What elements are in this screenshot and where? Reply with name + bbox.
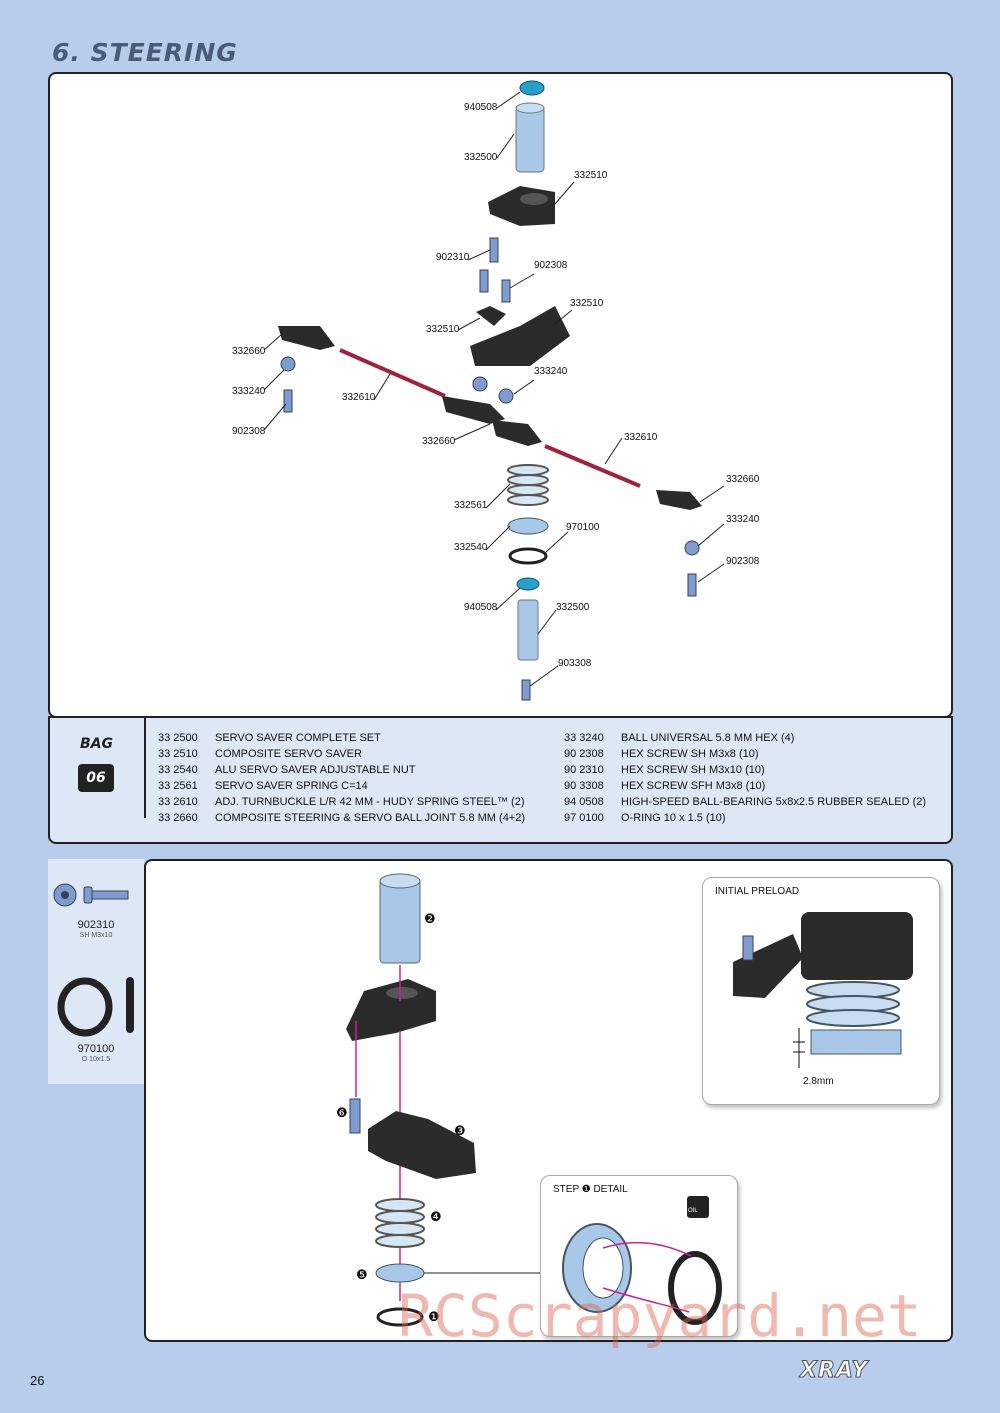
callout-903308: 903308 (558, 658, 592, 669)
page-title: 6. STEERING (52, 38, 238, 67)
part-desc: SERVO SAVER SPRING C=14 (215, 780, 368, 792)
callout-902308-b: 902308 (232, 426, 266, 437)
part-code: 94 0508 (564, 796, 604, 808)
callout-332610-b: 332610 (624, 432, 658, 443)
callout-940508: 940508 (464, 102, 498, 113)
callout-940508-b: 940508 (464, 602, 498, 613)
callout-333240-b: 333240 (534, 366, 568, 377)
callout-332500-b: 332500 (556, 602, 590, 613)
step-marker-3: ❸ (454, 1123, 466, 1138)
part-desc: BALL UNIVERSAL 5.8 MM HEX (4) (621, 732, 795, 744)
part-row: 94 0508 HIGH-SPEED BALL-BEARING 5x8x2.5 R… (564, 794, 926, 810)
callout-332561: 332561 (454, 500, 488, 511)
step-marker-6: ❻ (336, 1105, 348, 1120)
step-marker-5: ❺ (356, 1267, 368, 1282)
part-code: 33 2500 (158, 732, 198, 744)
assembly-svg (346, 873, 546, 1327)
sidebar-code-1: 902310 (77, 919, 115, 931)
step-marker-4: ❹ (430, 1209, 442, 1224)
callout-902308: 902308 (534, 260, 568, 271)
part-desc: ALU SERVO SAVER ADJUSTABLE NUT (215, 764, 416, 776)
bearing-940508-top (519, 80, 545, 96)
part-row: 90 3308 HEX SCREW SFH M3x8 (10) (564, 778, 926, 794)
callout-333240-c: 333240 (726, 514, 760, 525)
callout-333240: 333240 (232, 386, 266, 397)
parts-list-bar: BAG 06 33 2500 SERVO SAVER COMPLETE SET 3… (48, 716, 953, 844)
part-desc: HEX SCREW SH M3x8 (10) (621, 748, 759, 760)
part-row: 33 2660 COMPOSITE STEERING & SERVO BALL J… (158, 810, 525, 826)
exploded-diagram-svg (263, 80, 725, 701)
part-code: 33 3240 (564, 732, 604, 744)
sidebar-desc-2: O 10x1.5 (81, 1056, 111, 1063)
part-row: 33 2510 COMPOSITE SERVO SAVER (158, 746, 525, 762)
bag-number: 06 (78, 764, 114, 792)
part-desc: HEX SCREW SH M3x10 (10) (621, 764, 765, 776)
bag-label: BAG (80, 736, 113, 752)
part-code: 33 2561 (158, 780, 198, 792)
sidebar-desc-1: SH M3x10 (79, 932, 113, 939)
hardware-sidebar: 902310 SH M3x10 970100 O 10x1.5 (48, 859, 144, 1084)
page-number: 26 (30, 1373, 45, 1388)
step-marker-1: ❶ (428, 1309, 440, 1324)
callout-332610: 332610 (342, 392, 376, 403)
callout-332660-c: 332660 (726, 474, 760, 485)
part-code: 33 2610 (158, 796, 198, 808)
detail-svg (562, 1196, 722, 1325)
step-marker-2: ❷ (424, 911, 436, 926)
step1-detail-inset: STEP ❶ DETAIL OIL (540, 1175, 738, 1337)
watermark: RCScrapyard.net (398, 1282, 922, 1350)
hardware-icons (53, 883, 134, 1037)
part-desc: COMPOSITE STEERING & SERVO BALL JOINT 5.… (215, 812, 526, 824)
sidebar-code-2: 970100 (77, 1043, 115, 1055)
part-row: 33 2610 ADJ. TURNBUCKLE L/R 42 MM - HUDY … (158, 794, 525, 810)
part-desc: HIGH-SPEED BALL-BEARING 5x8x2.5 RUBBER S… (621, 796, 927, 808)
part-row: 33 2561 SERVO SAVER SPRING C=14 (158, 778, 525, 794)
part-code: 97 0100 (564, 812, 604, 824)
part-desc: HEX SCREW SFH M3x8 (10) (621, 780, 766, 792)
part-code: 90 3308 (564, 780, 604, 792)
part-row: 33 2500 SERVO SAVER COMPLETE SET (158, 730, 525, 746)
preload-title: INITIAL PRELOAD (715, 886, 800, 897)
assembly-panel: ❷ ❸ ❹ ❺ ❶ ❻ INITIAL PRELOAD 2.8mm STEP ❶… (144, 859, 953, 1342)
part-row: 97 0100 O-RING 10 x 1.5 (10) (564, 810, 926, 826)
detail-title: STEP ❶ DETAIL (553, 1184, 628, 1195)
part-desc: COMPOSITE SERVO SAVER (215, 748, 362, 760)
part-desc: ADJ. TURNBUCKLE L/R 42 MM - HUDY SPRING … (215, 796, 525, 808)
callout-332510-c: 332510 (570, 298, 604, 309)
part-row: 33 2540 ALU SERVO SAVER ADJUSTABLE NUT (158, 762, 525, 778)
part-code: 33 2540 (158, 764, 198, 776)
callout-332510-b: 332510 (426, 324, 460, 335)
brand-logo: XRAY (799, 1358, 869, 1384)
part-code: 33 2660 (158, 812, 198, 824)
part-code: 90 2308 (564, 748, 604, 760)
exploded-diagram-panel: 940508 332500 332510 902310 902308 33251… (48, 72, 953, 718)
part-row: 33 3240 BALL UNIVERSAL 5.8 MM HEX (4) (564, 730, 926, 746)
oil-label: OIL (688, 1208, 698, 1214)
initial-preload-inset: INITIAL PRELOAD 2.8mm (702, 877, 940, 1105)
callout-332540: 332540 (454, 542, 488, 553)
callout-332500: 332500 (464, 152, 498, 163)
callout-332510: 332510 (574, 170, 608, 181)
part-code: 33 2510 (158, 748, 198, 760)
part-row: 90 2310 HEX SCREW SH M3x10 (10) (564, 762, 926, 778)
part-desc: SERVO SAVER COMPLETE SET (215, 732, 381, 744)
callout-902308-c: 902308 (726, 556, 760, 567)
callout-902310: 902310 (436, 252, 470, 263)
parts-list-right: 33 3240 BALL UNIVERSAL 5.8 MM HEX (4) 90 … (564, 730, 926, 826)
part-code: 90 2310 (564, 764, 604, 776)
callout-332660: 332660 (232, 346, 266, 357)
part-row: 90 2308 HEX SCREW SH M3x8 (10) (564, 746, 926, 762)
preload-dimension: 2.8mm (803, 1076, 834, 1087)
callout-332660-b: 332660 (422, 436, 456, 447)
preload-svg (733, 912, 913, 1068)
callout-970100: 970100 (566, 522, 600, 533)
part-desc: O-RING 10 x 1.5 (10) (621, 812, 726, 824)
bag-box: BAG 06 (50, 718, 146, 818)
